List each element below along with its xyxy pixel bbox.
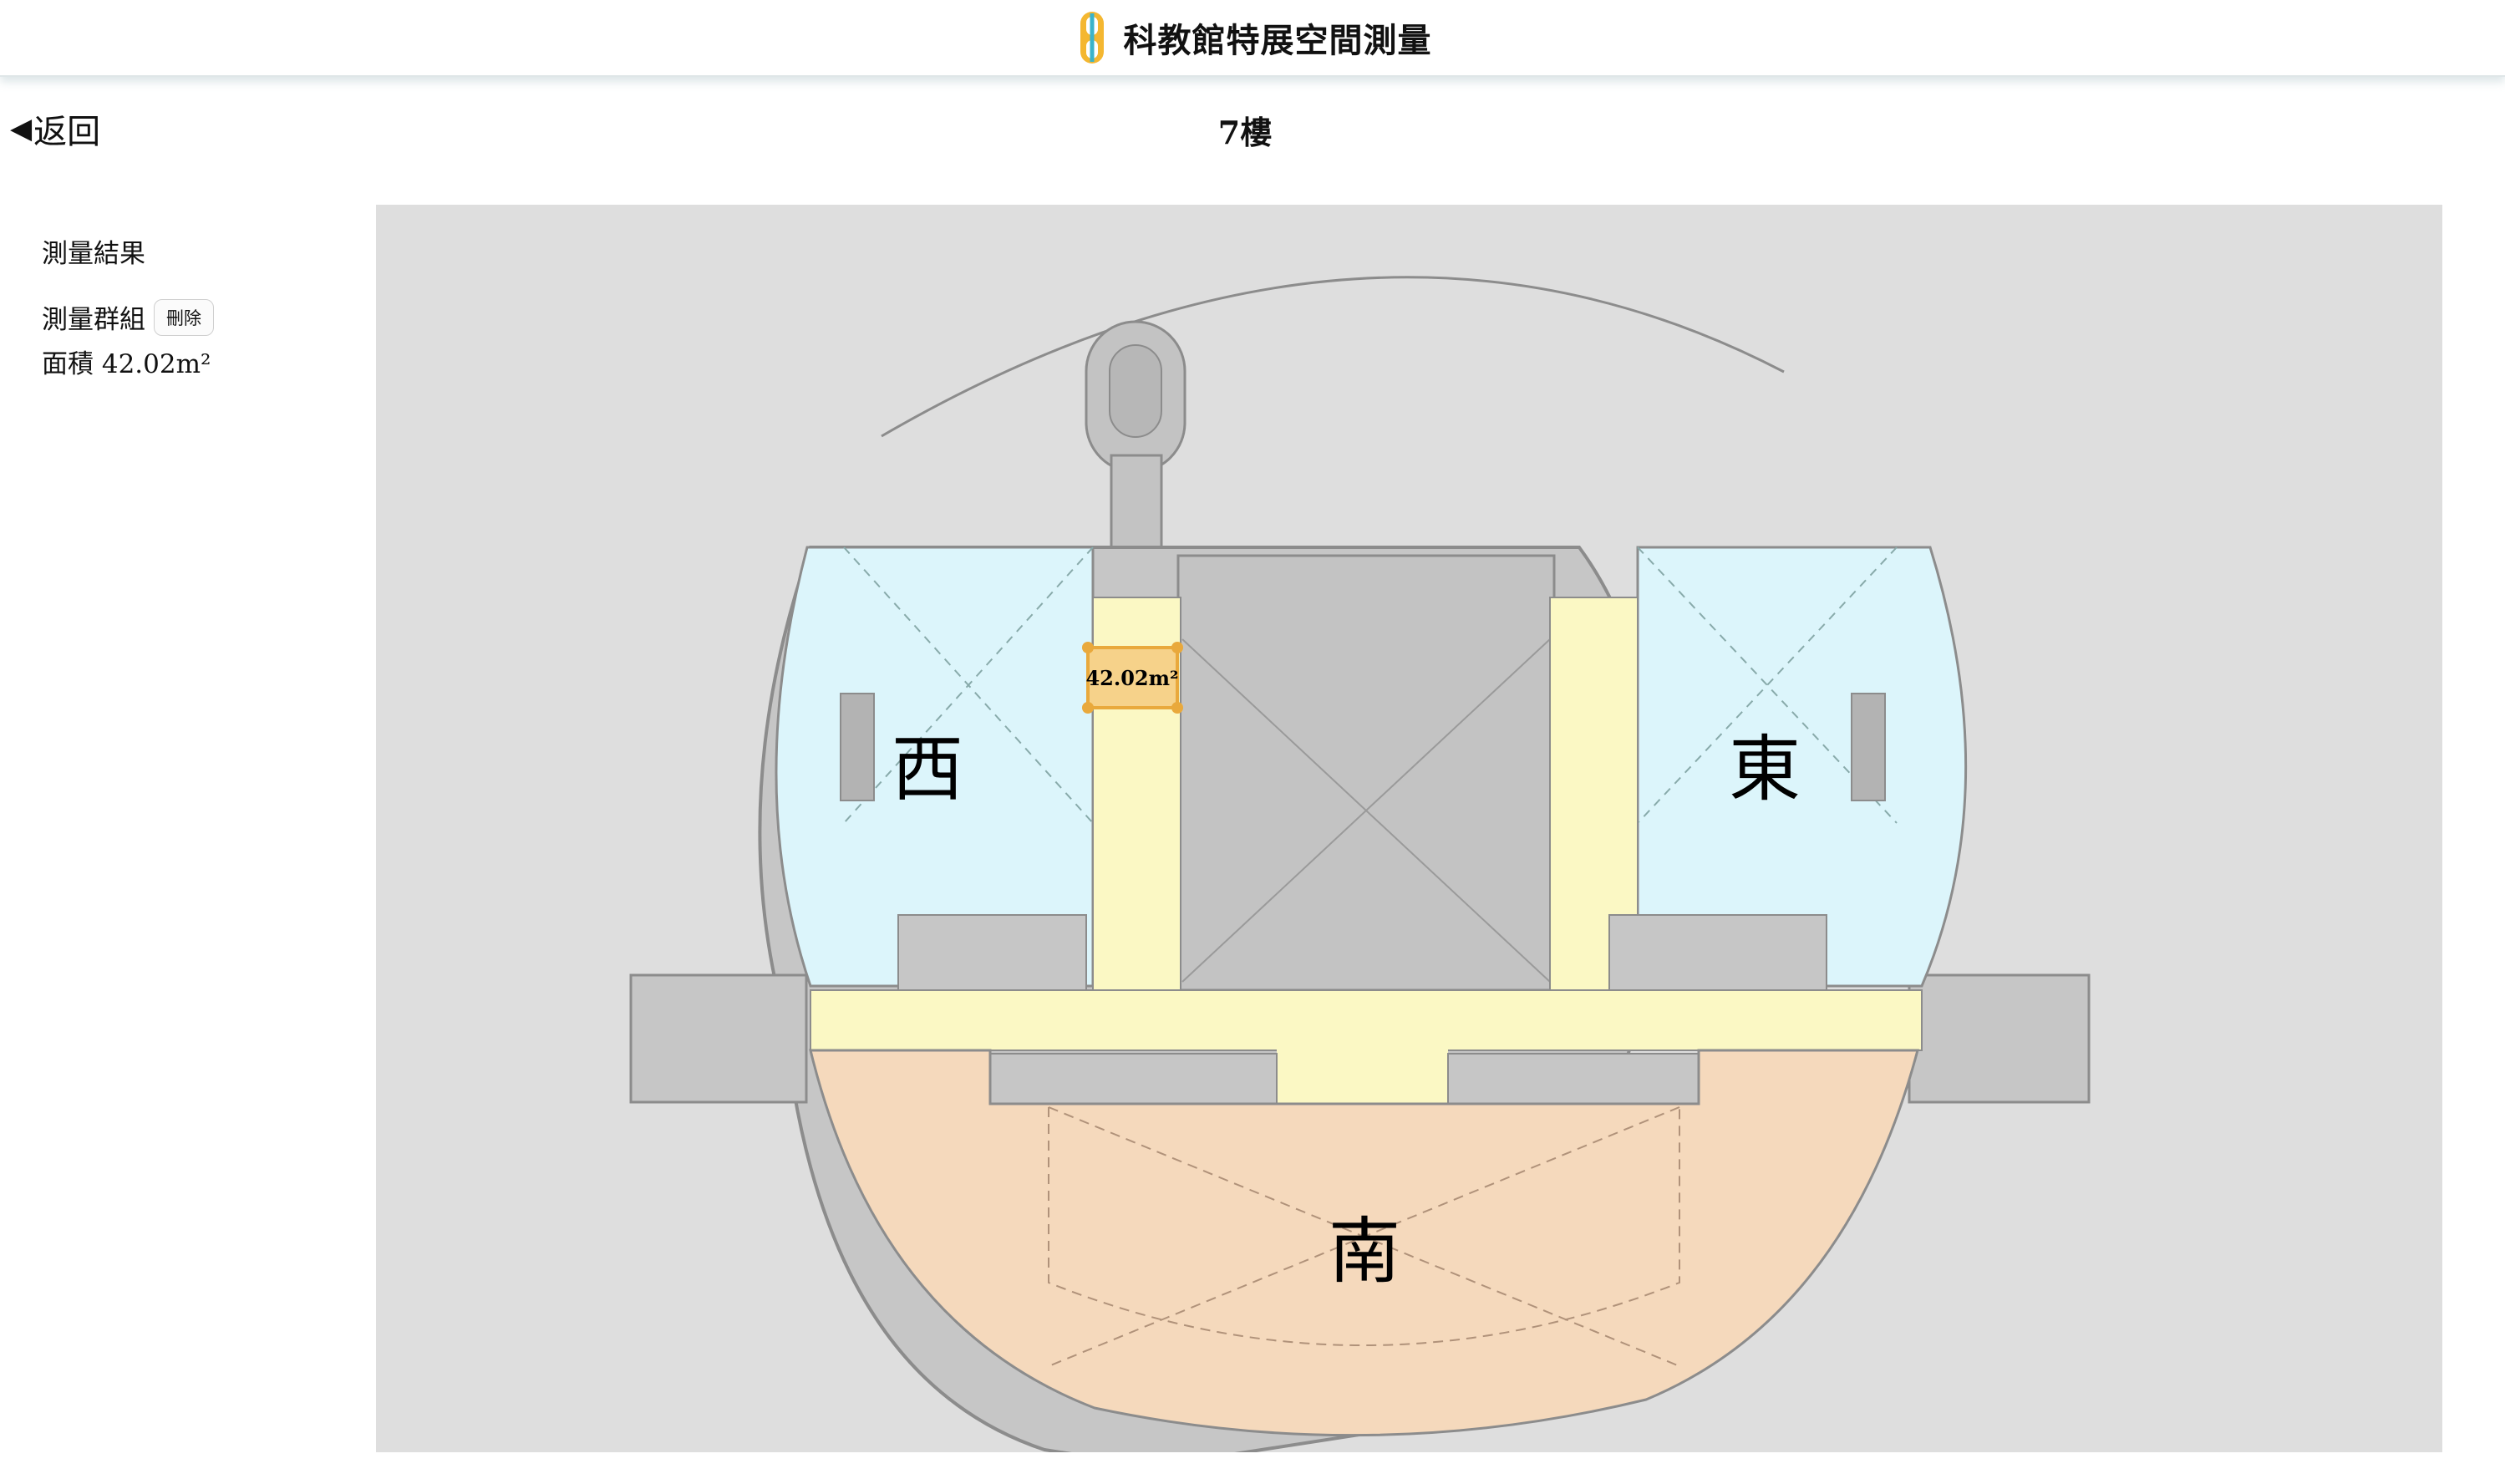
back-button[interactable]: ◀ 返回 — [10, 104, 100, 153]
zone-label-south: 南 — [1329, 1210, 1400, 1293]
floor-plan-svg[interactable]: 西 東 南 42.02m² — [376, 205, 2442, 1452]
outer-arc — [881, 276, 1785, 438]
south-zone — [809, 1049, 1919, 1437]
triangle-left-icon: ◀ — [10, 112, 33, 145]
west-zone — [775, 546, 1095, 988]
measurement-handle[interactable] — [1082, 702, 1094, 714]
measurement-handle[interactable] — [1082, 642, 1094, 653]
measurement-label: 42.02m² — [1085, 666, 1178, 690]
zone-label-east: 東 — [1729, 728, 1801, 811]
area-value: 面積 42.02m² — [42, 349, 211, 379]
group-label: 測量群組 — [42, 305, 145, 335]
measurement-shape[interactable]: 42.02m² — [1082, 642, 1183, 714]
east-zone — [1636, 546, 1968, 988]
app-header: 科教館特展空間測量 — [0, 0, 2505, 77]
east-wing-block — [1908, 973, 2091, 1104]
measurement-handle[interactable] — [1171, 642, 1183, 653]
app-title: 科教館特展空間測量 — [1123, 21, 1432, 60]
floor-plan-map[interactable]: 西 東 南 42.02m² — [376, 205, 2442, 1452]
central-hall — [1176, 554, 1556, 992]
tower-neck — [1110, 454, 1163, 557]
results-panel: 測量結果 測量群組 刪除 面積 42.02m² — [42, 232, 214, 380]
back-label: 返回 — [33, 113, 101, 151]
measurement-group: 測量群組 刪除 — [42, 298, 214, 336]
west-wing-block — [629, 973, 808, 1104]
floor-title: 7樓 — [1217, 114, 1273, 151]
delete-button[interactable]: 刪除 — [154, 298, 214, 336]
measurement-handle[interactable] — [1171, 702, 1183, 714]
results-heading: 測量結果 — [42, 239, 145, 269]
museum-logo-icon — [1080, 12, 1104, 64]
zone-label-west: 西 — [892, 728, 963, 811]
